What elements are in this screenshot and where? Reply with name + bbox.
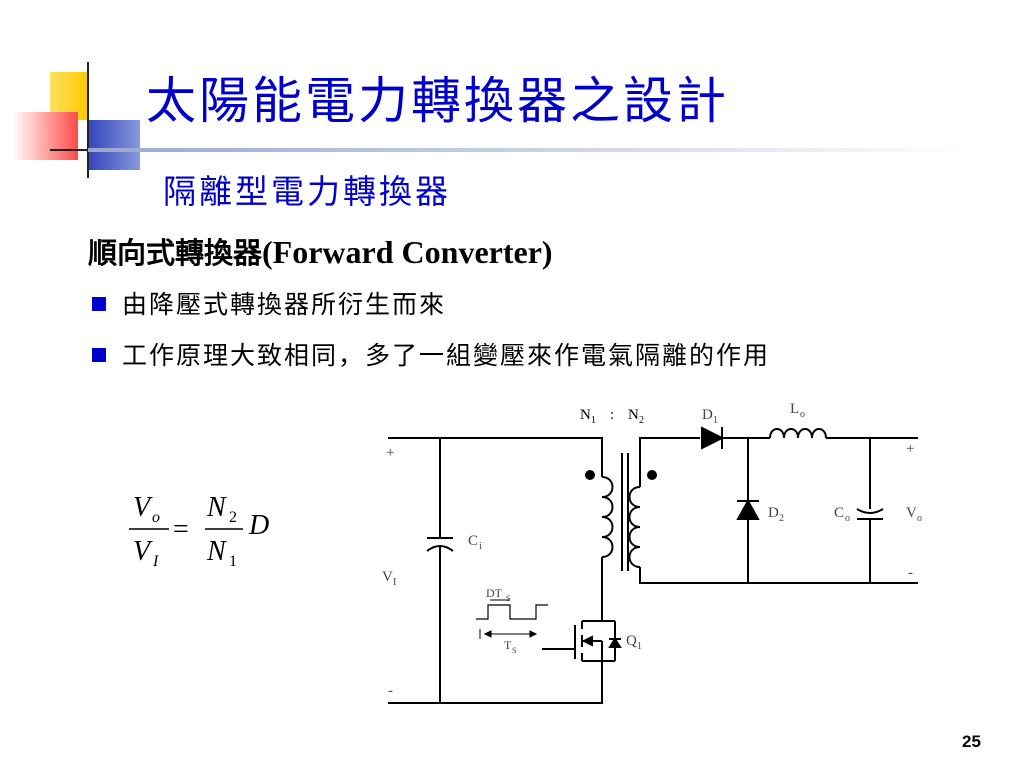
label-vo: V bbox=[906, 505, 917, 521]
label-d2-sub: 2 bbox=[779, 513, 784, 524]
transfer-ratio-formula: V o V I = N 2 N 1 D bbox=[129, 492, 269, 570]
label-co-sub: o bbox=[845, 513, 850, 524]
output-inductor-lo bbox=[769, 428, 827, 439]
label-vi-sub: I bbox=[393, 577, 396, 588]
label-n1: N bbox=[580, 407, 591, 423]
bullet-text: 由降壓式轉換器所衍生而來 bbox=[122, 290, 447, 319]
output-minus-terminal: - bbox=[908, 565, 913, 581]
label-n1-sub: 1 bbox=[591, 415, 596, 426]
label-n2: N bbox=[628, 407, 639, 423]
formula-vi-sub: I bbox=[152, 553, 159, 570]
label-q1: Q bbox=[626, 633, 637, 649]
label-ts-sub: S bbox=[512, 646, 516, 655]
primary-winding bbox=[601, 476, 614, 558]
bullet-text: 工作原理大致相同，多了一組變壓來作電氣隔離的作用 bbox=[122, 341, 771, 370]
diode-d1 bbox=[701, 426, 725, 450]
formula-d: D bbox=[248, 510, 269, 541]
deco-red-square bbox=[12, 112, 78, 160]
label-vi: V bbox=[382, 569, 393, 585]
label-d1: D bbox=[702, 407, 713, 423]
polarity-dot bbox=[647, 470, 657, 480]
forward-converter-schematic: N 1 : N 2 D 1 L o D 2 C o V o C i V I Q … bbox=[382, 401, 922, 704]
formula-vo-sub: o bbox=[152, 509, 160, 526]
input-plus-terminal: + bbox=[386, 445, 394, 461]
input-bottom-rail bbox=[388, 681, 603, 704]
polarity-dot bbox=[585, 470, 595, 480]
label-ts: T bbox=[504, 638, 512, 652]
heading-english: (Forward Converter) bbox=[262, 234, 553, 270]
co-curved-plate bbox=[856, 508, 884, 514]
slide-subtitle: 隔離型電力轉換器 bbox=[163, 172, 451, 211]
label-vo-sub: o bbox=[917, 513, 922, 524]
label-lo-sub: o bbox=[800, 409, 805, 420]
label-co: C bbox=[834, 505, 844, 521]
deco-blue-square bbox=[88, 120, 140, 170]
label-ci-sub: i bbox=[479, 541, 482, 552]
gate-pulse-waveform bbox=[476, 604, 548, 620]
formula-n1: N bbox=[206, 536, 227, 567]
input-top-rail bbox=[388, 437, 603, 477]
square-bullet-icon bbox=[92, 297, 106, 311]
formula-vo: V bbox=[133, 492, 153, 523]
page-number: 25 bbox=[962, 732, 981, 751]
formula-equals: = bbox=[173, 514, 189, 545]
label-ci: C bbox=[468, 533, 478, 549]
formula-vi: V bbox=[133, 536, 153, 567]
decorative-corner-graphic bbox=[12, 62, 140, 178]
slide-title: 太陽能電力轉換器之設計 bbox=[146, 72, 729, 130]
label-d1-sub: 1 bbox=[713, 415, 718, 426]
formula-n2: N bbox=[206, 492, 227, 523]
secondary-winding bbox=[628, 486, 641, 568]
diode-d2 bbox=[736, 498, 760, 520]
label-lo: L bbox=[790, 401, 799, 417]
formula-n2-sub: 2 bbox=[229, 509, 237, 526]
label-colon: : bbox=[610, 407, 614, 423]
label-d2: D bbox=[768, 505, 779, 521]
formula-n1-sub: 1 bbox=[229, 553, 237, 570]
heading-chinese: 順向式轉換器 bbox=[88, 236, 263, 270]
body-diode bbox=[608, 637, 622, 648]
label-dts-sub: S bbox=[506, 594, 510, 603]
input-minus-terminal: - bbox=[388, 683, 393, 699]
section-heading: 順向式轉換器(Forward Converter) bbox=[88, 236, 553, 268]
bullet-item: 由降壓式轉換器所衍生而來 bbox=[92, 292, 446, 317]
output-plus-terminal: + bbox=[906, 441, 914, 457]
label-n2-sub: 2 bbox=[639, 415, 644, 426]
bullet-item: 工作原理大致相同，多了一組變壓來作電氣隔離的作用 bbox=[92, 343, 770, 368]
title-underline bbox=[88, 148, 968, 152]
label-q1-sub: 1 bbox=[637, 641, 642, 652]
label-dts: DT bbox=[486, 586, 503, 600]
square-bullet-icon bbox=[92, 348, 106, 362]
